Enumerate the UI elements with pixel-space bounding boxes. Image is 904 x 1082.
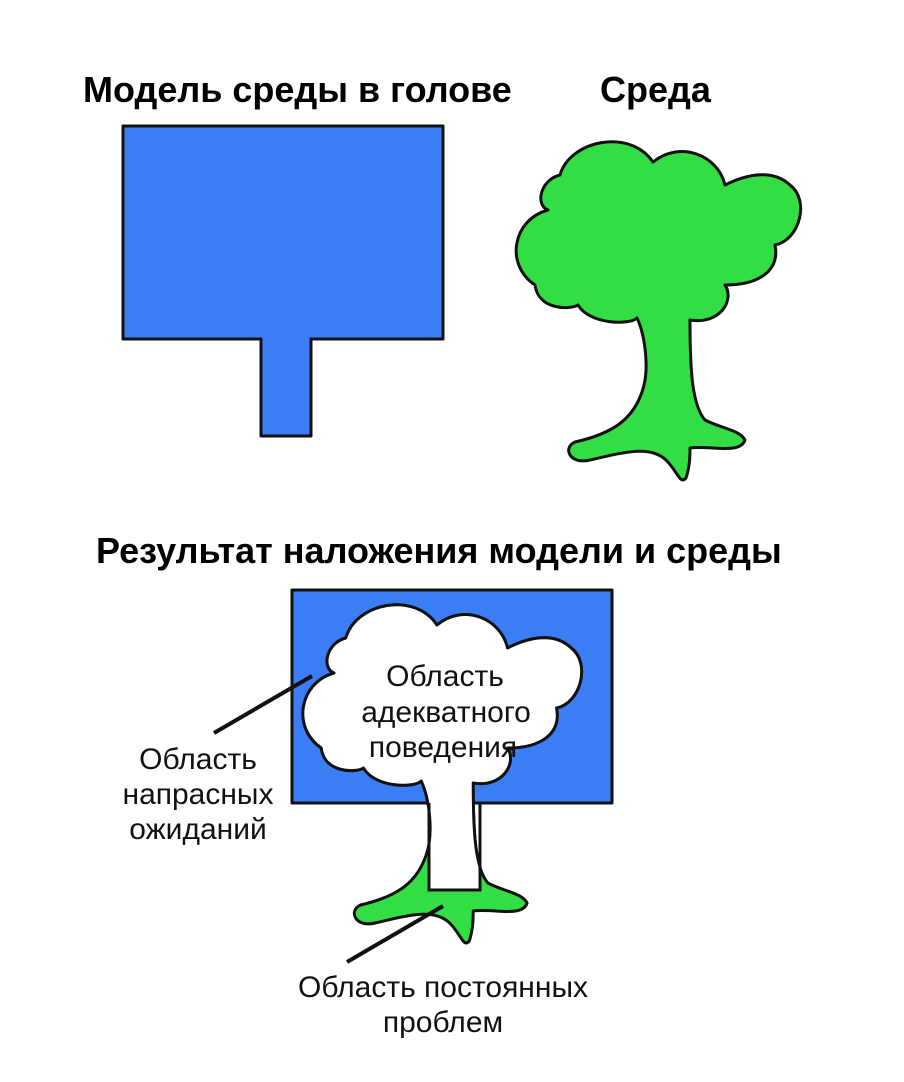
overlay-stem-outline — [427, 803, 482, 892]
environment-tree — [514, 140, 803, 482]
adequate-label-line1: Область — [386, 660, 504, 693]
environment-title: Среда — [600, 69, 712, 110]
result-title: Результат наложения модели и среды — [96, 530, 782, 571]
model-shape — [121, 124, 445, 438]
permanent-problems-line1: Область постоянных — [298, 971, 588, 1004]
adequate-label-line3: поведения — [369, 731, 517, 764]
false-expectations-pointer — [212, 674, 314, 735]
adequate-label-line2: адекватного — [361, 696, 531, 729]
false-expectations-line2: напрасных — [123, 778, 274, 811]
permanent-problems-pointer — [345, 904, 445, 964]
model-title: Модель среды в голове — [83, 69, 512, 110]
false-expectations-line3: ожиданий — [129, 813, 266, 846]
permanent-problems-line2: проблем — [383, 1006, 503, 1039]
false-expectations-line1: Область — [139, 743, 257, 776]
